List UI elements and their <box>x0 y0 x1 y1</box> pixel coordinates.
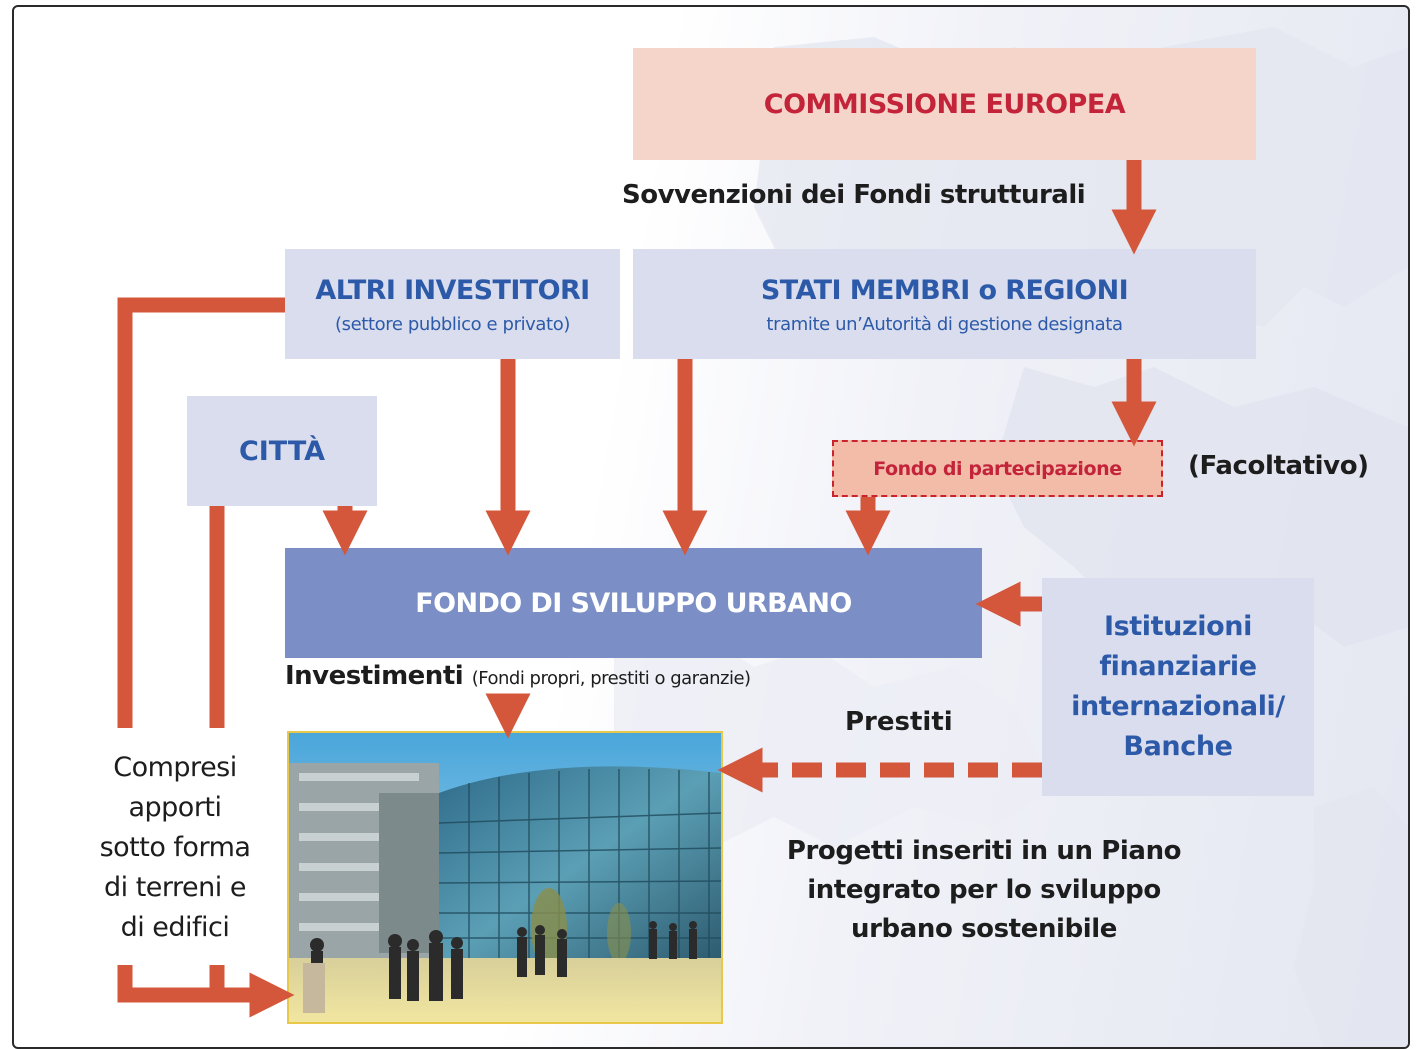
fondo-partecipazione-box: Fondo di partecipazione <box>832 440 1163 497</box>
commissione-europea-box: COMMISSIONE EUROPEA <box>633 48 1256 160</box>
prestiti-label: Prestiti <box>845 707 953 737</box>
citta-title: CITTÀ <box>238 435 326 467</box>
stati-membri-title: STATI MEMBRI o REGIONI <box>760 275 1129 306</box>
compresi-apporti-label: Compresi apporti sotto forma di terreni … <box>99 752 251 943</box>
investimenti-subtext: (Fondi propri, prestiti o garanzie) <box>471 668 751 689</box>
altri-investitori-subtitle: (settore pubblico e privato) <box>335 314 570 335</box>
fondo-sviluppo-urbano-title: FONDO DI SVILUPPO URBANO <box>415 587 852 619</box>
stati-membri-box: STATI MEMBRI o REGIONI tramite un’Autori… <box>633 249 1256 359</box>
altri-investitori-title: ALTRI INVESTITORI <box>315 275 590 306</box>
istituzioni-finanziarie-box: Istituzioni finanziarie internazionali/ … <box>1042 578 1314 796</box>
progetti-label: Progetti inseriti in un Piano integrato … <box>786 836 1182 944</box>
fondo-partecipazione-title: Fondo di partecipazione <box>873 457 1122 480</box>
altri-investitori-box: ALTRI INVESTITORI (settore pubblico e pr… <box>285 249 620 359</box>
investimenti-text: Investimenti <box>285 661 464 691</box>
connector-altri-investitori-left <box>117 297 285 728</box>
arrow-apporti-to-progetti <box>117 965 295 1018</box>
citta-box: CITTÀ <box>187 396 377 506</box>
istituzioni-finanziarie-title: Istituzioni finanziarie internazionali/ … <box>1071 611 1285 762</box>
commissione-europea-title: COMMISSIONE EUROPEA <box>763 88 1126 120</box>
facoltativo-label: (Facoltativo) <box>1188 451 1369 481</box>
urban-project-photo <box>287 731 723 1024</box>
urban-project-illustration <box>289 733 721 1022</box>
investimenti-label: Investimenti (Fondi propri, prestiti o g… <box>285 661 751 691</box>
stati-membri-subtitle: tramite un’Autorità di gestione designat… <box>766 314 1123 335</box>
fondo-sviluppo-urbano-box: FONDO DI SVILUPPO URBANO <box>285 548 982 658</box>
sovvenzioni-label: Sovvenzioni dei Fondi strutturali <box>622 180 1086 210</box>
